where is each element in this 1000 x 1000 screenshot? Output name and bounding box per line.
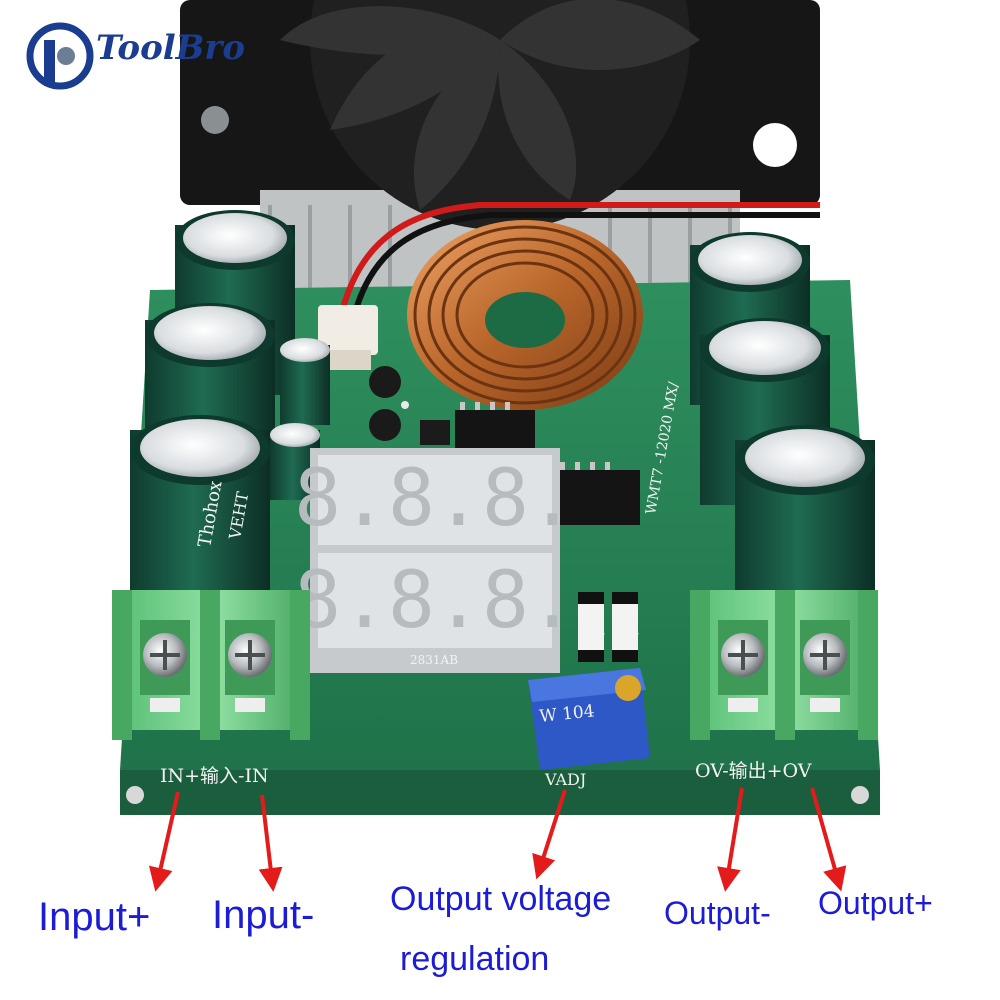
brand-logo — [26, 22, 94, 90]
arrow-output-minus — [717, 787, 744, 892]
toroid-inductor — [407, 220, 643, 410]
display-top-row: 8.8.8. — [294, 454, 576, 544]
display-bottom-row: 8.8.8. — [294, 556, 576, 646]
cooling-fan — [180, 0, 820, 300]
brand-name: ToolBro — [96, 28, 245, 68]
callout-output-plus: Output+ — [818, 885, 933, 921]
arrow-input-plus — [148, 791, 180, 892]
callout-voltage-adjust-line2: regulation — [400, 940, 550, 978]
callout-voltage-adjust-line1: Output voltage — [390, 880, 612, 918]
led-display: 8.8.8. 8.8.8. 2831AB — [294, 448, 576, 673]
input-silkscreen-label: IN+输入-IN — [160, 765, 269, 787]
voltage-adjust-potentiometer: W 104 — [528, 668, 650, 770]
arrow-output-plus — [810, 787, 847, 892]
output-silkscreen-label: OV-输出+OV — [695, 760, 812, 782]
output-terminal-block — [690, 590, 878, 740]
callout-output-minus: Output- — [664, 895, 771, 931]
shunt-resistors: R010 R010 — [578, 592, 640, 662]
arrow-input-minus — [258, 794, 283, 892]
resistor-1-label: R010 — [593, 615, 606, 644]
capacitor-bank-left: Thohox VEHT — [130, 210, 401, 610]
display-part-label: 2831AB — [410, 653, 458, 667]
fan-connector — [318, 202, 820, 370]
input-terminal-block — [112, 590, 310, 740]
callout-input-minus: Input- — [212, 893, 315, 937]
arrow-voltage-adjust — [532, 789, 567, 880]
callout-arrows — [148, 787, 847, 892]
resistor-2-label: R010 — [627, 615, 640, 644]
vadj-silkscreen-label: VADJ — [544, 770, 586, 789]
callout-input-plus: Input+ — [38, 895, 151, 939]
